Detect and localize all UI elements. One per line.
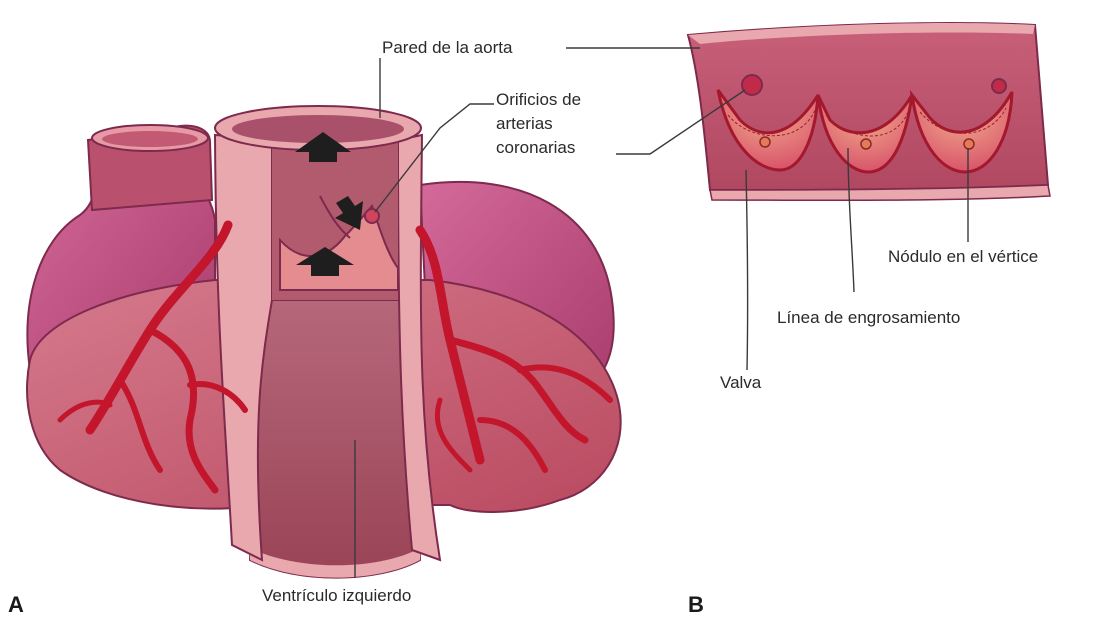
coronary-orifice bbox=[742, 75, 762, 95]
apex-nodule bbox=[964, 139, 974, 149]
left-ventricle-cavity bbox=[250, 300, 420, 578]
heart-section bbox=[27, 106, 621, 578]
panel-label-b: B bbox=[688, 592, 704, 618]
opened-aorta-strip bbox=[688, 23, 1050, 200]
coronary-orifice bbox=[992, 79, 1006, 93]
panel-label-a: A bbox=[8, 592, 24, 618]
label-left-ventricle: Ventrículo izquierdo bbox=[262, 585, 411, 607]
label-apex-nodule: Nódulo en el vértice bbox=[888, 246, 1038, 268]
apex-nodule bbox=[861, 139, 871, 149]
label-aortic-wall: Pared de la aorta bbox=[382, 37, 512, 59]
apex-nodule bbox=[760, 137, 770, 147]
label-coronary-orifices: Orificios de arterias coronarias bbox=[496, 88, 581, 160]
coronary-orifice bbox=[365, 209, 379, 223]
label-thickening-line: Línea de engrosamiento bbox=[777, 307, 960, 329]
label-cusp: Valva bbox=[720, 372, 761, 394]
